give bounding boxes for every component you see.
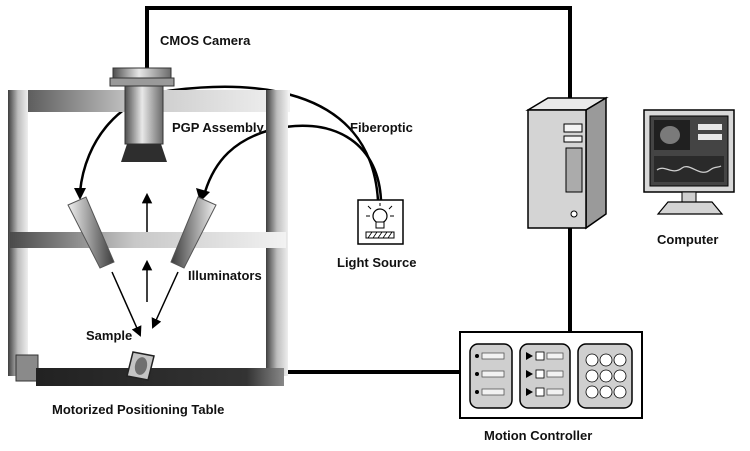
fiberoptic-cable-left (78, 85, 380, 201)
label-light-source: Light Source (337, 255, 417, 270)
ray-right-down (151, 271, 179, 329)
fiberoptic-cable-right (203, 124, 383, 201)
motorized-positioning-table (15, 351, 284, 386)
controller-panel-middle (519, 343, 571, 409)
light-rays (111, 192, 179, 337)
label-cmos-camera: CMOS Camera (160, 33, 251, 48)
camera-to-controller-cable (145, 6, 572, 332)
label-computer: Computer (657, 232, 719, 247)
label-pgp-assembly: PGP Assembly (172, 120, 264, 135)
computer-monitor (643, 109, 735, 215)
computer-tower (525, 96, 609, 230)
cmos-camera (109, 67, 175, 87)
ray-left-down (111, 271, 142, 337)
light-source (357, 199, 404, 245)
label-illuminators: Illuminators (188, 268, 262, 283)
controller-panel-left (469, 343, 513, 409)
fiberoptic-arrow-left (74, 188, 86, 200)
label-fiberoptic: Fiberoptic (350, 120, 413, 135)
illuminator-right (170, 196, 217, 269)
motion-controller (459, 331, 643, 419)
controller-panel-right (577, 343, 633, 409)
label-sample: Sample (86, 328, 133, 343)
label-motion-controller: Motion Controller (484, 428, 593, 443)
label-motorized-positioning-table: Motorized Positioning Table (52, 402, 225, 417)
pgp-assembly (121, 85, 167, 162)
wiring (145, 6, 572, 374)
illuminators (67, 196, 217, 269)
fiberoptic-arrows (74, 188, 210, 202)
frame-cross-beam (10, 232, 286, 248)
illuminator-left (67, 196, 115, 269)
